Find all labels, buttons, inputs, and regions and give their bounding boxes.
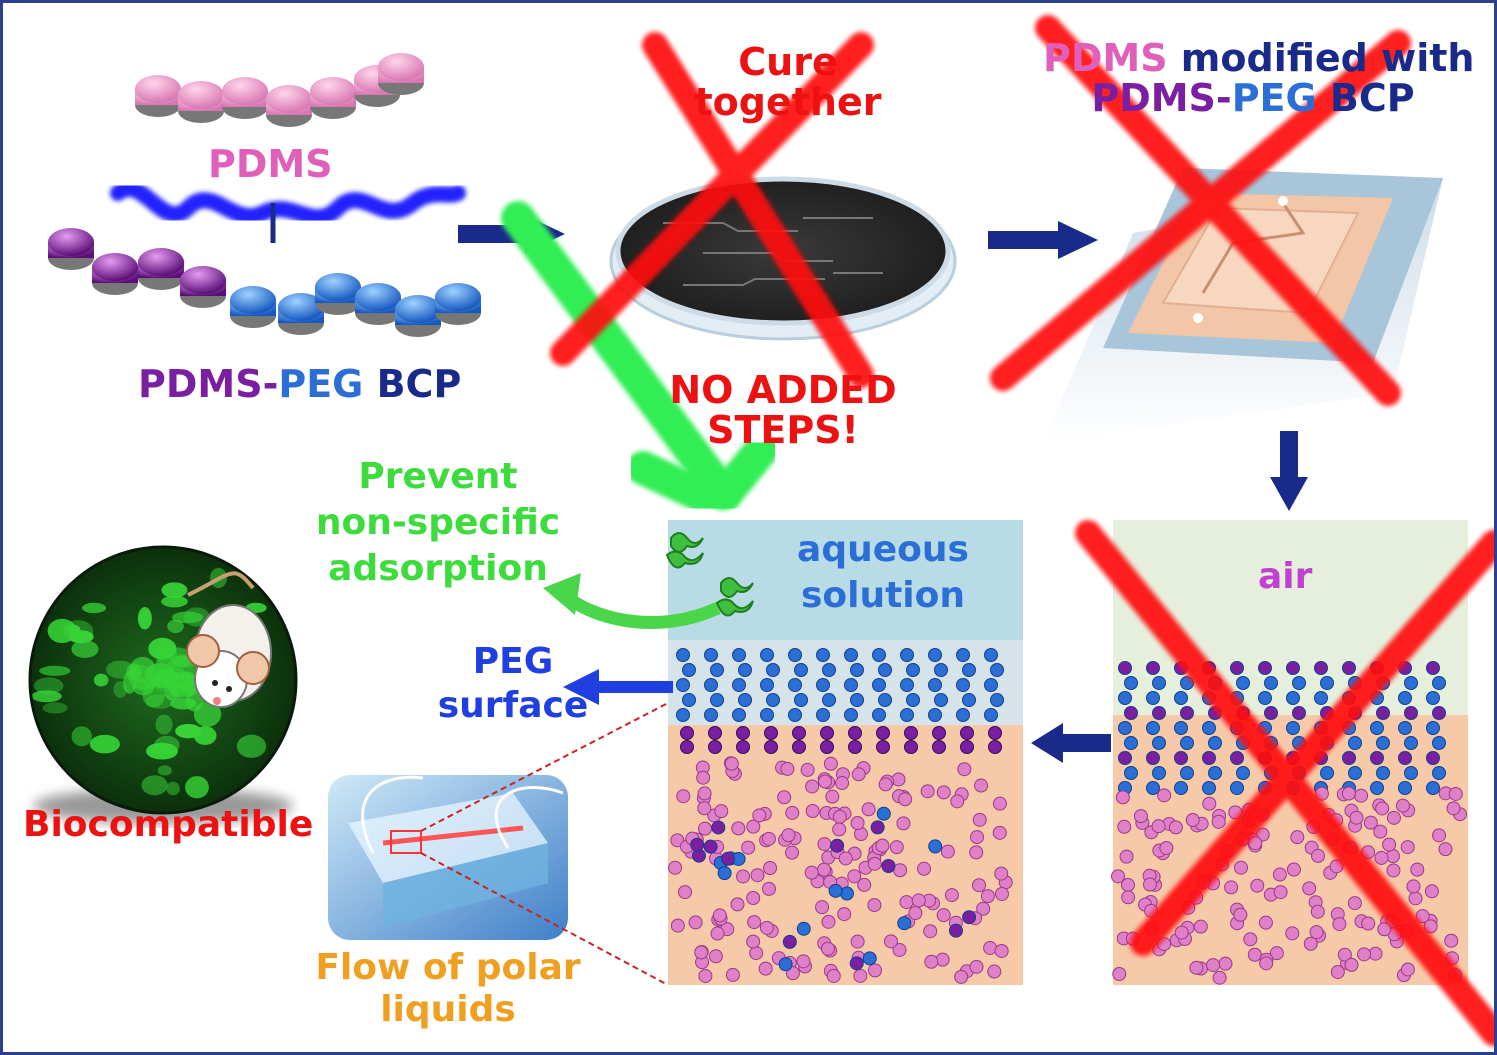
chip-photo [328,775,568,940]
label-aqueous-solution: aqueous solution [778,531,988,615]
label-prevent-line2: non-specific [315,501,561,543]
label-flow-polar: Flow of polar liquids [303,949,593,1029]
bead [355,283,401,311]
label-air: air [1258,556,1313,597]
arrow-down [1270,431,1308,511]
label-cure-together: Cure together [683,40,893,124]
bead [395,295,441,323]
label-pdms-peg-bcp: PDMS-PEG BCP [138,362,462,406]
arrow-right-2 [988,221,1098,259]
label-bcp-pdms: PDMS- [138,362,279,406]
label-aqueous-line2: solution [800,574,966,616]
arrow-prevent [564,592,721,629]
bead [48,228,94,256]
green-check-head [626,431,780,520]
zoom-line-bottom [420,852,669,986]
diagram-canvas [28,15,1494,1046]
label-prevent-adsorption: Prevent non-specific adsorption [308,458,568,587]
label-prevent-line3: adsorption [328,547,548,589]
label-mod-bcp: BCP [1316,75,1415,120]
pdms-chain-icon [135,53,424,127]
arrow-left-panels [1031,723,1111,763]
label-pdms: PDMS [208,142,333,186]
arrow-prevent-head [543,573,581,615]
bead [138,248,184,276]
label-mod-rest: modified with [1167,36,1475,80]
bead [315,273,361,301]
bead [230,286,276,314]
label-bcp-bcp: BCP [363,362,462,406]
red-x-cure [550,32,874,388]
label-no-added-line2: STEPS! [707,407,859,452]
label-peg-line1: PEG [472,641,554,682]
green-check-arrow [501,201,740,510]
label-mod-pdms2: PDMS- [1091,75,1232,120]
red-x-modified [990,15,1411,406]
zoom-line-top [420,702,669,832]
peg-wavy-line [110,180,466,226]
arrow-peg-surface [563,669,673,705]
bead [278,293,324,321]
bead [435,283,481,311]
label-no-added-steps: NO ADDED STEPS! [663,368,903,452]
label-biocompatible: Biocompatible [23,804,314,845]
label-flow-line1: Flow of polar [315,947,581,988]
label-cure-line2: together [694,79,882,124]
label-cure-line1: Cure [738,40,838,84]
bead [266,85,312,113]
aqueous-panel [668,520,1023,985]
label-bcp-peg: PEG [278,362,364,406]
bead [178,81,224,109]
label-no-added-line1: NO ADDED [669,368,897,412]
label-modified-with: PDMS modified with PDMS-PEG BCP [1043,36,1474,120]
mouse-icon [186,571,272,708]
bead [135,75,181,103]
bead [180,266,226,294]
label-peg-line2: surface [437,684,589,726]
label-prevent-line1: Prevent [358,456,518,497]
protein-icon [665,532,754,617]
label-mod-peg: PEG [1231,75,1317,120]
bead [310,77,356,105]
bead [92,253,138,281]
label-flow-line2: liquids [380,988,516,1030]
bcp-chain-icon [48,228,481,337]
label-aqueous-line1: aqueous [797,529,969,570]
bead [378,53,424,81]
label-mod-pdms: PDMS [1043,36,1168,80]
label-peg-surface: PEG surface [433,643,593,725]
bead [222,77,268,105]
red-x-air [1075,520,1494,1046]
